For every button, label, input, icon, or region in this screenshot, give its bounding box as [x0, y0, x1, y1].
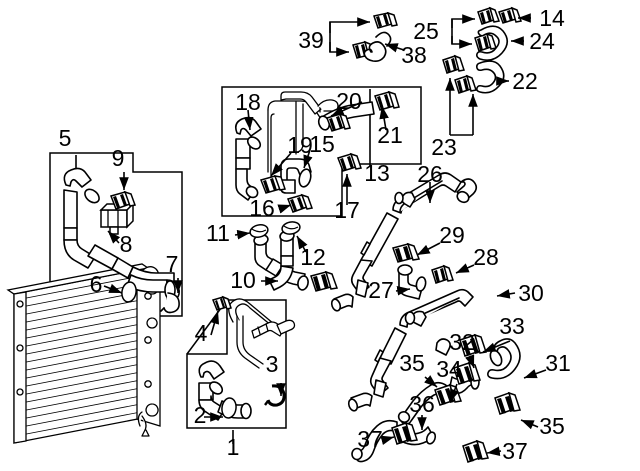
callout-36: 36: [409, 391, 435, 417]
callout-31: 31: [545, 350, 571, 376]
callout-17: 17: [334, 197, 360, 223]
o-ring-6: [121, 281, 137, 303]
callout-5: 5: [59, 125, 72, 151]
callout-18: 18: [235, 89, 261, 115]
hose-clamp-37a: [391, 421, 418, 445]
callout-32: 32: [449, 329, 475, 355]
callout-27: 27: [368, 277, 394, 303]
callout-7: 7: [166, 251, 179, 277]
hose-clamp-9: [110, 190, 137, 210]
hose-clamp-16: [287, 193, 314, 213]
callout-labels: 1 2 3 4 5 6 7 8 9 10 11 12 13 14 15 16 1…: [59, 5, 571, 464]
coolant-pipe-30: [347, 288, 474, 412]
callout-8: 8: [120, 231, 133, 257]
hose-clamp-23b: [454, 74, 477, 94]
callout-4: 4: [195, 320, 208, 346]
hose-clamp-29: [392, 242, 421, 263]
callout-10: 10: [230, 267, 256, 293]
coolant-pipe-26: [330, 172, 478, 312]
o-ring-11: [249, 224, 269, 238]
callout-13: 13: [364, 160, 390, 186]
bracket-8: [99, 202, 135, 235]
callout-25: 25: [413, 18, 439, 44]
callout-9: 9: [112, 145, 125, 171]
elbow-connector-27: [397, 264, 427, 300]
callout-30: 30: [518, 280, 544, 306]
leader-lines: [103, 13, 547, 456]
callout-14: 14: [539, 5, 565, 31]
hose-clamp-25b: [474, 32, 497, 52]
spring-clamp-7: [163, 292, 180, 314]
hose-clamp-14: [498, 6, 523, 24]
callout-23: 23: [431, 134, 457, 160]
upper-left-hose-assembly: [63, 167, 180, 314]
callout-6: 6: [90, 271, 103, 297]
clamp-pair-23: [442, 54, 505, 136]
callout-19: 19: [287, 132, 313, 158]
callout-35b: 35: [539, 413, 565, 439]
hose-clamp-39a: [373, 11, 398, 29]
callout-11: 11: [206, 220, 230, 246]
callout-2: 2: [194, 402, 207, 428]
o-ring-2: [221, 397, 237, 419]
coolant-hose-31: [487, 338, 521, 380]
callout-20: 20: [336, 88, 362, 114]
clamp-pair-25: [451, 6, 523, 61]
hose-clamp-35b: [494, 391, 521, 415]
callout-3: 3: [266, 351, 279, 377]
hose-assembly-10: [249, 221, 339, 292]
callout-33: 33: [499, 313, 525, 339]
hose-clamp-20: [326, 112, 351, 132]
hose-clamp-25a: [477, 6, 501, 25]
callout-29: 29: [439, 222, 465, 248]
callout-34: 34: [436, 356, 462, 382]
callout-39: 39: [298, 27, 324, 53]
callout-1: 1: [227, 434, 240, 460]
hose-clamp-21: [374, 90, 400, 111]
elbow-connector-15: [280, 158, 312, 194]
callout-12: 12: [300, 244, 326, 270]
callout-26: 26: [417, 161, 443, 187]
hose-clamp-4: [211, 295, 232, 311]
radiator: [6, 263, 161, 444]
callout-37: 37: [357, 426, 383, 452]
hose-clamp-12: [310, 270, 339, 292]
lower-center-hose-assembly: [198, 295, 296, 421]
callout-22: 22: [512, 68, 538, 94]
callout-24: 24: [529, 28, 555, 54]
hose-clamp-19: [260, 175, 286, 194]
hose-clamp-17: [337, 152, 362, 172]
callout-16: 16: [249, 195, 275, 221]
hose-clamp-35a: [434, 383, 463, 406]
hose-clamp-37b: [462, 439, 489, 463]
callout-28: 28: [473, 244, 499, 270]
callout-37b: 37: [502, 438, 528, 464]
callout-21: 21: [377, 122, 403, 148]
hose-clamp-23a: [442, 54, 465, 74]
clamp-pair-39: [329, 11, 398, 62]
callout-38: 38: [401, 42, 427, 68]
callout-35: 35: [399, 350, 425, 376]
callout-15: 15: [309, 131, 335, 157]
hose-clamp-28: [431, 264, 454, 284]
